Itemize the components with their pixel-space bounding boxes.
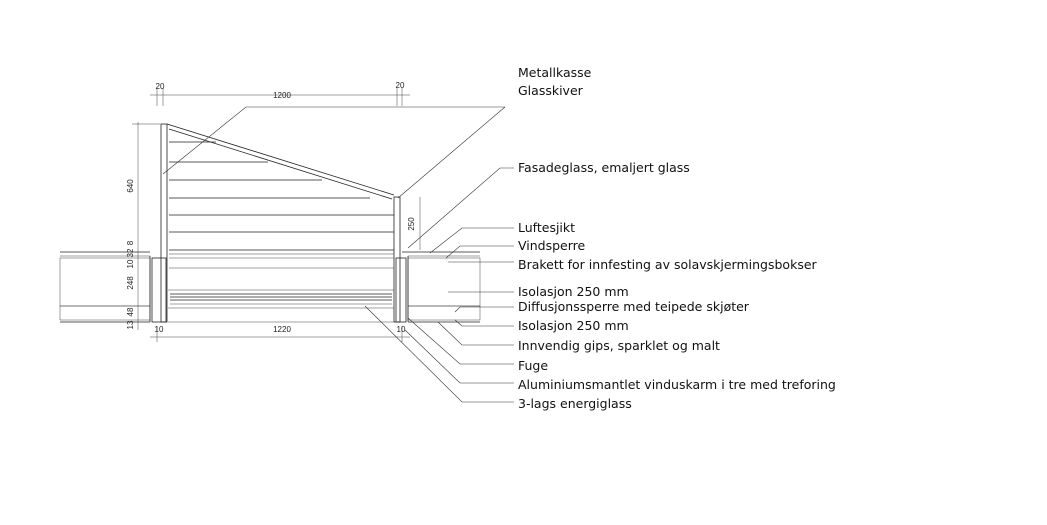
labels: Metallkasse Glasskiver Fasadeglass, emal… — [518, 65, 836, 411]
label-innvendig-gips: Innvendig gips, sparklet og malt — [518, 338, 720, 353]
dim-stack: 48 — [126, 307, 135, 316]
label-isolasjon-2: Isolasjon 250 mm — [518, 318, 629, 333]
label-fuge: Fuge — [518, 358, 548, 373]
right-wall — [402, 251, 481, 323]
label-isolasjon-1: Isolasjon 250 mm — [518, 284, 629, 299]
label-vindsperre: Vindsperre — [518, 238, 586, 253]
dim-bottom-left: 10 — [155, 325, 164, 334]
label-fasadeglass: Fasadeglass, emaljert glass — [518, 160, 690, 175]
label-luftesjikt: Luftesjikt — [518, 220, 575, 235]
dimensions: 20 1200 20 640 250 8 32 10 248 48 13 10 … — [126, 81, 421, 342]
label-metallkasse: Metallkasse — [518, 65, 592, 80]
dim-height-right: 250 — [407, 217, 416, 231]
dim-stack: 8 — [126, 240, 135, 245]
dim-top-right: 20 — [396, 81, 405, 90]
label-diffusjonssperre: Diffusjonssperre med teipede skjøter — [518, 299, 750, 314]
left-wall — [59, 251, 151, 323]
label-vinduskarm: Aluminiumsmantlet vinduskarm i tre med t… — [518, 377, 836, 392]
dim-stack: 32 — [126, 248, 135, 257]
dim-stack: 13 — [126, 320, 135, 329]
dim-top-width: 1200 — [273, 91, 291, 100]
leader-lines — [162, 106, 514, 403]
metal-box — [160, 123, 401, 323]
window-frame — [151, 257, 407, 323]
dim-stack: 10 — [126, 259, 135, 268]
dim-stack: 248 — [126, 276, 135, 290]
dim-top-left: 20 — [156, 82, 165, 91]
dim-bottom-width: 1220 — [273, 325, 291, 334]
dim-height-left: 640 — [126, 179, 135, 193]
dim-bottom-right: 10 — [397, 325, 406, 334]
label-brakett: Brakett for innfesting av solavskjerming… — [518, 257, 818, 272]
label-energiglass: 3-lags energiglass — [518, 396, 632, 411]
label-glasskiver: Glasskiver — [518, 83, 584, 98]
